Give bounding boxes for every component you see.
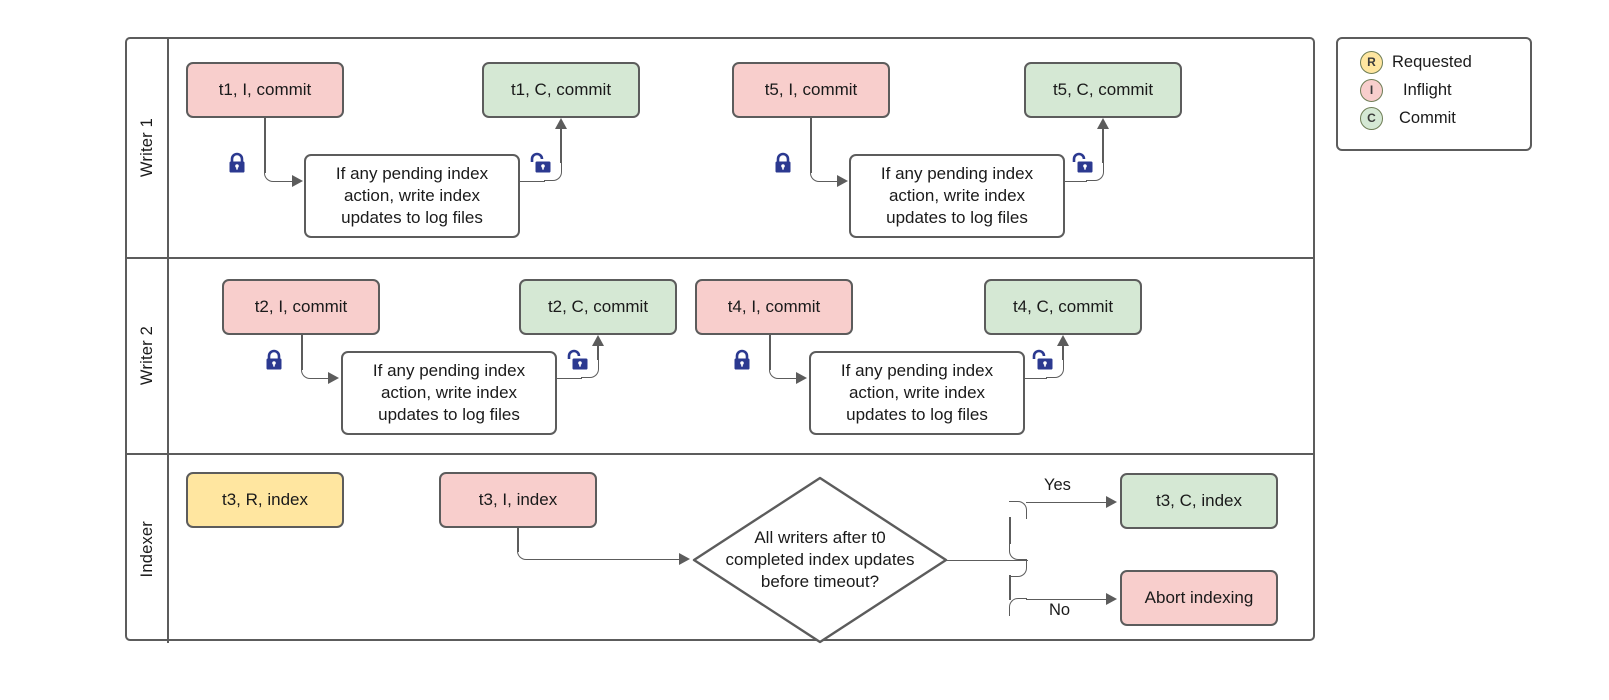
node-t2-commit-commit[interactable]: t2, C, commit — [519, 279, 677, 335]
lane-body-indexer: t3, R, index t3, I, index All writers af… — [169, 455, 1313, 645]
lane-body-writer-2: t2, I, commit If any pending index actio… — [169, 259, 1313, 453]
connector-t4-right — [786, 377, 797, 380]
node-t2-inflight-commit[interactable]: t2, I, commit — [222, 279, 380, 335]
legend-item-commit: C Commit — [1360, 105, 1530, 131]
arrowhead-w2proc1-to-t2c — [591, 335, 604, 346]
lane-body-writer-1: t1, I, commit If any pending index actio… — [169, 39, 1313, 257]
node-decision-all-writers[interactable]: All writers after t0 completed index upd… — [691, 475, 949, 645]
lock-closed-icon — [772, 151, 794, 175]
connector-t2-down — [301, 335, 303, 370]
connector-proc1-corner — [544, 162, 562, 181]
node-t5-commit-commit[interactable]: t5, C, commit — [1024, 62, 1182, 118]
connector-proc2-right — [1065, 180, 1087, 183]
connector-t2-right — [318, 377, 329, 380]
connector-no-right — [1026, 598, 1107, 601]
legend-label-commit: Commit — [1399, 108, 1456, 127]
node-t4-inflight-commit[interactable]: t4, I, commit — [695, 279, 853, 335]
connector-yes-right — [1026, 501, 1107, 504]
connector-w2proc1-up — [597, 346, 599, 360]
arrowhead-proc2-to-t5c — [1096, 118, 1109, 129]
arrowhead-t4-to-process — [796, 372, 807, 384]
connector-t2-corner — [301, 361, 319, 379]
connector-t5-corner — [810, 164, 828, 182]
legend-badge-inflight-icon: I — [1360, 78, 1383, 102]
connector-no-corner-top — [1009, 559, 1027, 577]
arrowhead-proc1-to-t1c — [554, 118, 567, 129]
connector-yes-corner-top — [1009, 501, 1027, 519]
arrowhead-t2-to-process — [328, 372, 339, 384]
node-t3-commit-index[interactable]: t3, C, index — [1120, 473, 1278, 529]
connector-w2proc2-up — [1062, 346, 1064, 360]
legend-badge-commit-icon: C — [1360, 106, 1383, 130]
connector-yes-corner-bottom — [1009, 542, 1027, 560]
arrowhead-no-to-abort — [1106, 593, 1117, 605]
connector-decision-right — [946, 559, 1028, 562]
node-t3-requested-index[interactable]: t3, R, index — [186, 472, 344, 528]
lane-header-indexer: Indexer — [127, 455, 169, 643]
legend-label-requested: Requested — [1392, 52, 1472, 71]
decision-label: All writers after t0 completed index upd… — [725, 528, 915, 591]
connector-t4-corner — [769, 361, 787, 379]
edge-label-no: No — [1047, 601, 1073, 620]
node-t1-commit-commit[interactable]: t1, C, commit — [482, 62, 640, 118]
connector-t1-right — [281, 180, 293, 183]
arrowhead-t1-to-process — [292, 175, 303, 187]
lane-header-writer-2: Writer 2 — [127, 259, 169, 453]
connector-t5-right — [827, 180, 838, 183]
connector-w2proc1-corner — [581, 359, 599, 378]
node-writer2-process-1[interactable]: If any pending index action, write index… — [341, 351, 557, 435]
connector-no-vertical — [1009, 575, 1011, 600]
legend-item-inflight: I Inflight — [1360, 77, 1530, 103]
node-t4-commit-commit[interactable]: t4, C, commit — [984, 279, 1142, 335]
lane-header-writer-1: Writer 1 — [127, 39, 169, 257]
arrowhead-t5-to-process — [837, 175, 848, 187]
connector-w2proc2-right — [1025, 377, 1047, 380]
connector-t3i-down — [517, 528, 519, 552]
edge-label-yes: Yes — [1042, 476, 1073, 495]
connector-w2proc1-right — [557, 377, 582, 380]
lock-open-icon — [1071, 151, 1093, 175]
connector-t3i-corner — [517, 542, 535, 560]
node-t3-inflight-index[interactable]: t3, I, index — [439, 472, 597, 528]
lock-closed-icon — [263, 348, 285, 372]
connector-t1-corner — [264, 164, 282, 182]
lock-open-icon — [1031, 348, 1053, 372]
lane-label-writer-1: Writer 1 — [137, 118, 156, 178]
lock-open-icon — [529, 151, 551, 175]
connector-yes-vertical — [1009, 517, 1011, 544]
lock-open-icon — [566, 348, 588, 372]
swimlane-pool: Writer 1 t1, I, commit If any pending in… — [125, 37, 1315, 645]
lane-label-writer-2: Writer 2 — [137, 326, 156, 386]
lane-writer-2: Writer 2 t2, I, commit If any pending in… — [127, 257, 1313, 453]
legend-label-inflight: Inflight — [1403, 80, 1452, 99]
connector-no-corner-bottom — [1009, 598, 1027, 616]
connector-t5-down — [810, 118, 812, 173]
connector-proc1-up — [560, 129, 562, 163]
connector-proc1-right — [520, 180, 545, 183]
node-abort-indexing[interactable]: Abort indexing — [1120, 570, 1278, 626]
connector-t1-down — [264, 118, 266, 173]
node-t1-inflight-commit[interactable]: t1, I, commit — [186, 62, 344, 118]
node-t5-inflight-commit[interactable]: t5, I, commit — [732, 62, 890, 118]
node-writer2-process-2[interactable]: If any pending index action, write index… — [809, 351, 1025, 435]
connector-proc2-corner — [1086, 162, 1104, 181]
node-writer1-process-2[interactable]: If any pending index action, write index… — [849, 154, 1065, 238]
lock-closed-icon — [731, 348, 753, 372]
connector-t4-down — [769, 335, 771, 370]
connector-w2proc2-corner — [1046, 359, 1064, 378]
legend-item-requested: R Requested — [1360, 49, 1530, 75]
lane-writer-1: Writer 1 t1, I, commit If any pending in… — [127, 39, 1313, 257]
lane-label-indexer: Indexer — [137, 520, 156, 578]
legend-badge-requested-icon: R — [1360, 50, 1383, 74]
node-writer1-process-1[interactable]: If any pending index action, write index… — [304, 154, 520, 238]
arrowhead-w2proc2-to-t4c — [1056, 335, 1069, 346]
connector-t3i-right — [534, 558, 680, 561]
arrowhead-t3i-to-decision — [679, 553, 690, 565]
legend-panel: R Requested I Inflight C Commit — [1336, 37, 1532, 151]
arrowhead-yes-to-t3c — [1106, 496, 1117, 508]
lane-indexer: Indexer t3, R, index t3, I, index All wr… — [127, 453, 1313, 645]
lock-closed-icon — [226, 151, 248, 175]
connector-proc2-up — [1102, 129, 1104, 163]
